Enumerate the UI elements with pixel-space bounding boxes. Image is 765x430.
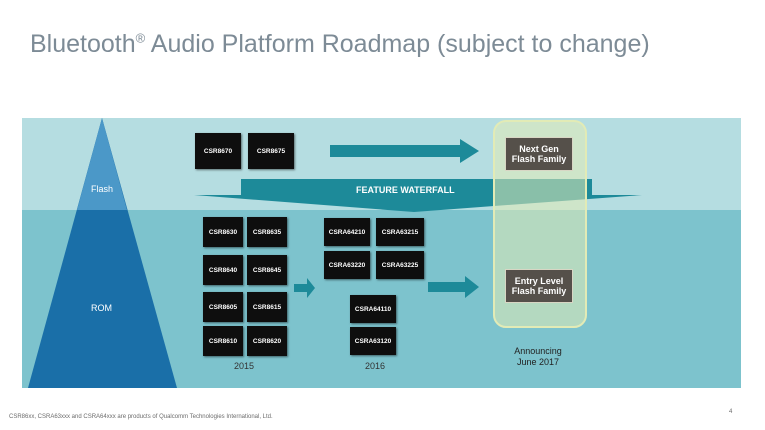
chip-csr8620: CSR8620: [247, 326, 287, 356]
chip-csr8675: CSR8675: [248, 133, 294, 169]
chip-csra64110: CSRA64110: [350, 295, 396, 323]
chip-csr8635: CSR8635: [247, 217, 287, 247]
chip-csra63120: CSRA63120: [350, 327, 396, 355]
chip-csra63220: CSRA63220: [324, 251, 370, 279]
page-number: 4: [729, 409, 733, 415]
page-title: Bluetooth® Audio Platform Roadmap (subje…: [30, 30, 650, 58]
flash-tier-label: Flash: [91, 184, 114, 194]
year-2016: 2016: [365, 361, 386, 371]
roadmap-diagram: FEATURE WATERFALL Flash ROM CSR8670 CSR8…: [22, 118, 741, 388]
rom-arrow-2: [428, 276, 479, 298]
feature-waterfall-label: FEATURE WATERFALL: [356, 185, 455, 195]
pyramid-flash-tip: [77, 118, 127, 210]
chip-csr8615: CSR8615: [247, 292, 287, 322]
rom-arrow-1: [294, 278, 315, 298]
chip-csr8630: CSR8630: [203, 217, 243, 247]
chip-csra64210: CSRA64210: [324, 218, 370, 246]
announcing-date: Announcing June 2017: [514, 346, 562, 367]
year-2015: 2015: [234, 361, 255, 371]
chip-csra63215: CSRA63215: [376, 218, 424, 246]
footnote: CSR86xx, CSRA63xxx and CSRA64xxx are pro…: [9, 414, 273, 420]
chip-csr8645: CSR8645: [247, 255, 287, 285]
chip-csr8605: CSR8605: [203, 292, 243, 322]
rom-tier-label: ROM: [91, 303, 112, 313]
chip-csra63225: CSRA63225: [376, 251, 424, 279]
tier-pyramid: [28, 118, 177, 388]
chip-csr8670: CSR8670: [195, 133, 241, 169]
flash-arrow: [330, 139, 479, 163]
chip-csr8610: CSR8610: [203, 326, 243, 356]
chip-csr8640: CSR8640: [203, 255, 243, 285]
